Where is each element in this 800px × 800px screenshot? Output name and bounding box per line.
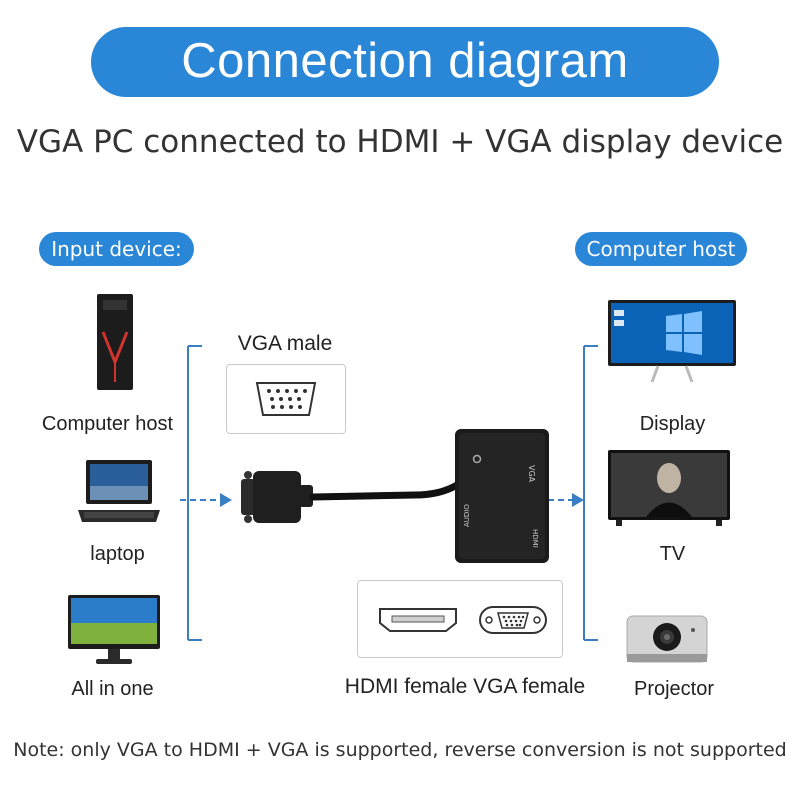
adapter-audio-port-label: AUDIO — [463, 504, 471, 527]
vga-male-box — [226, 364, 346, 434]
adapter-vga-port-label: VGA — [527, 465, 536, 483]
female-ports-box — [357, 580, 563, 658]
input-bracket — [180, 345, 232, 641]
input-label-laptop: laptop — [90, 543, 145, 565]
vga-to-hdmi-vga-adapter: VGA HDMI AUDIO — [241, 429, 549, 563]
tv-icon — [608, 450, 730, 526]
projector-icon — [626, 615, 708, 663]
output-label-tv: TV — [659, 543, 686, 565]
adapter-hdmi-port-label: HDMI — [531, 529, 539, 548]
laptop-icon — [78, 460, 160, 522]
vga-male-port-icon — [255, 382, 317, 416]
input-device-tag: Input device: — [39, 232, 194, 266]
input-label-all-in-one: All in one — [71, 678, 154, 700]
output-bracket — [548, 345, 598, 641]
input-label-computer-host: Computer host — [41, 413, 174, 435]
monitor-icon — [608, 300, 736, 383]
female-ports-label: HDMI female VGA female — [344, 675, 586, 698]
diagram-subtitle: VGA PC connected to HDMI + VGA display d… — [16, 124, 784, 160]
vga-male-label: VGA male — [237, 332, 333, 355]
output-host-tag: Computer host — [575, 232, 747, 266]
support-note: Note: only VGA to HDMI + VGA is supporte… — [13, 739, 787, 761]
hdmi-female-port-icon — [379, 608, 457, 632]
vga-female-port-icon — [479, 606, 547, 634]
tower-pc-icon — [97, 294, 133, 390]
diagram-title: Connection diagram — [91, 27, 719, 97]
output-label-display: Display — [639, 413, 706, 435]
all-in-one-pc-icon — [68, 595, 160, 664]
output-label-projector: Projector — [633, 678, 715, 700]
